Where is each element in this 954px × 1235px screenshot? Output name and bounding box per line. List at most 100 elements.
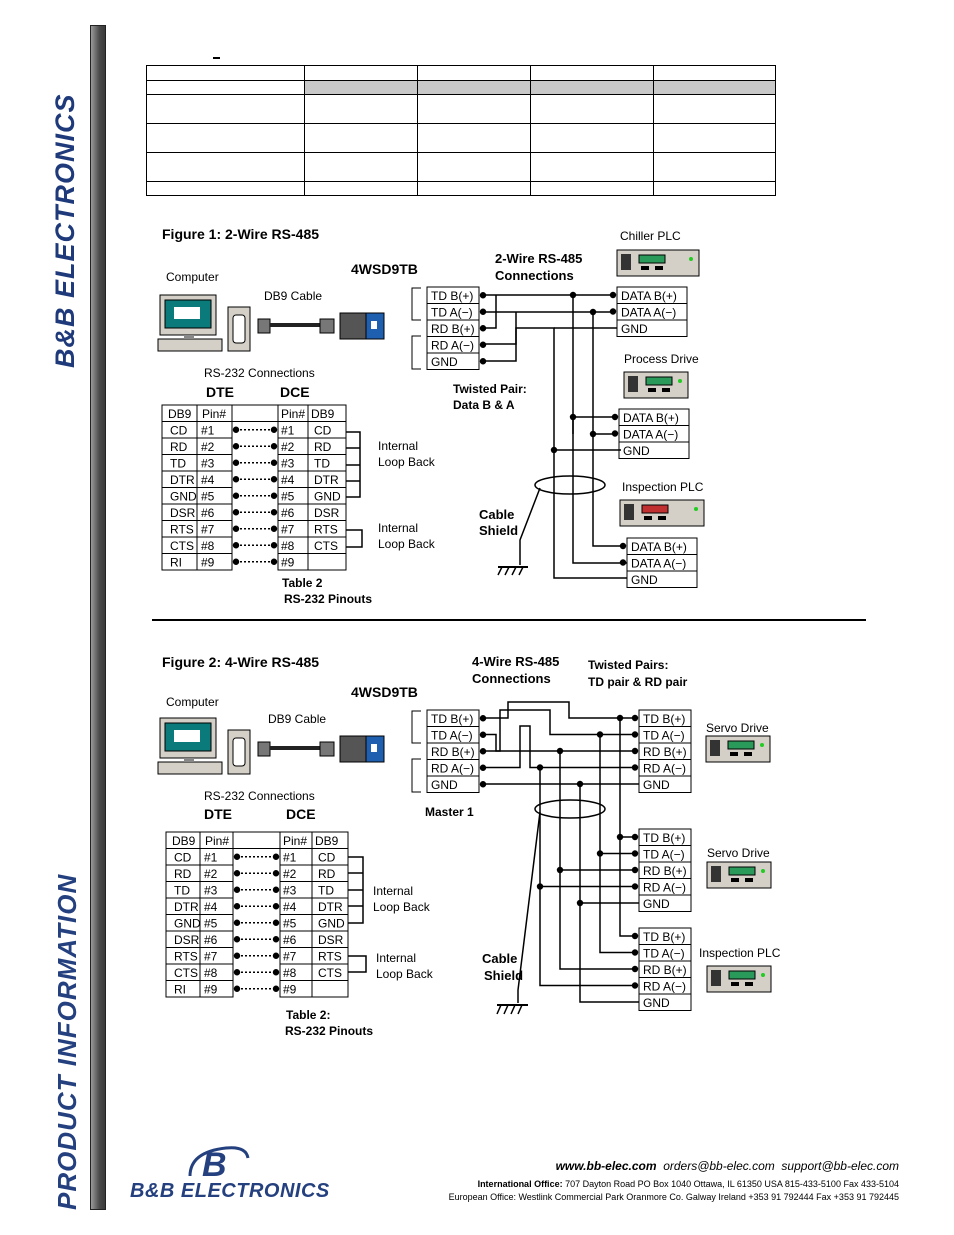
device-button xyxy=(731,982,739,986)
pin-signal: DTR xyxy=(318,900,343,914)
terminal-label: RD A(−) xyxy=(431,762,474,776)
device-display xyxy=(728,970,756,980)
pin-number: #6 xyxy=(201,506,215,520)
junction-dot xyxy=(536,883,544,890)
pin-signal: RTS xyxy=(174,950,198,964)
logo-wordmark: B&B ELECTRONICS xyxy=(130,1180,330,1202)
pin-number: #2 xyxy=(201,440,215,454)
pin-signal: RTS xyxy=(314,523,338,537)
ground-hatch xyxy=(511,566,517,576)
wire xyxy=(483,327,627,579)
computer-label: Computer xyxy=(166,695,219,709)
pin-signal: CD xyxy=(170,424,188,438)
device-display xyxy=(645,376,673,386)
cable-label: DB9 Cable xyxy=(268,712,326,726)
pin-number: #4 xyxy=(204,900,218,914)
device-button xyxy=(730,752,738,756)
device-panel xyxy=(624,504,634,520)
table-caption: RS-232 Pinouts xyxy=(285,1024,373,1038)
node-terminals-box xyxy=(638,828,692,912)
table-caption: RS-232 Pinouts xyxy=(284,592,372,606)
junction-dot xyxy=(589,308,597,316)
bracket xyxy=(411,335,421,370)
terminal-label: DATA A(−) xyxy=(623,428,678,442)
device-led xyxy=(694,507,698,511)
junction-dot xyxy=(550,446,558,454)
twisted-label: Twisted Pair: xyxy=(453,382,527,396)
pin-signal: DTR xyxy=(174,900,199,914)
website-link[interactable]: www.bb-elec.com xyxy=(555,1159,657,1173)
pin-number: #8 xyxy=(283,966,297,980)
logo-mark: B xyxy=(202,1146,227,1184)
junction-dot xyxy=(589,430,597,438)
wire xyxy=(483,701,635,719)
junction-dot xyxy=(556,747,564,755)
device-label: 4WSD9TB xyxy=(351,684,418,700)
wire xyxy=(539,767,635,987)
figure-divider xyxy=(152,619,866,621)
converter-body xyxy=(339,312,367,340)
dte-label: DTE xyxy=(206,384,234,400)
support-email[interactable]: support@bb-elec.com xyxy=(781,1159,899,1173)
ground-hatch xyxy=(496,1004,502,1015)
pin-number: #8 xyxy=(281,539,295,553)
pin-number: #6 xyxy=(281,506,295,520)
device-display xyxy=(727,740,755,750)
shield-wire xyxy=(519,487,541,565)
twisted-label: Twisted Pairs: xyxy=(588,658,668,672)
wire xyxy=(483,783,639,1003)
cable-shield-label: Cable xyxy=(482,951,517,966)
converter-terminals-box xyxy=(426,286,480,370)
loopback-label: Loop Back xyxy=(376,967,434,981)
pinout-mid-header xyxy=(232,831,281,849)
terminal-label: TD B(+) xyxy=(643,712,685,726)
device-led xyxy=(689,257,693,261)
cable-plug-left xyxy=(257,318,271,334)
ground-hatch xyxy=(517,1004,523,1015)
pin-number: #9 xyxy=(204,983,218,997)
terminal-label: DATA A(−) xyxy=(631,557,686,571)
computer-stand xyxy=(184,335,194,339)
pin-signal: RI xyxy=(170,556,182,570)
pin-number: #1 xyxy=(281,424,295,438)
table-caption: Table 2 xyxy=(282,576,323,590)
junction-dot xyxy=(596,731,604,738)
junction-dot xyxy=(576,780,584,788)
rs232-label: RS-232 Connections xyxy=(204,366,315,380)
pin-signal: TD xyxy=(170,457,186,471)
node-terminals-box xyxy=(626,537,698,588)
master-label: Master 1 xyxy=(425,805,474,819)
node-label: Inspection PLC xyxy=(699,946,781,960)
figure-title: Figure 2: 4-Wire RS-485 xyxy=(162,654,319,670)
terminal-label: TD A(−) xyxy=(431,729,473,743)
twisted-label: Data B & A xyxy=(453,398,515,412)
pin-signal: RI xyxy=(174,983,186,997)
pin-dot xyxy=(272,853,280,860)
cable-shield-label: Cable xyxy=(479,507,514,522)
pin-number: #3 xyxy=(204,884,218,898)
pin-number: #8 xyxy=(201,539,215,553)
pin-dot xyxy=(272,936,280,943)
pin-number: #7 xyxy=(283,950,297,964)
device-button xyxy=(745,878,753,882)
wire xyxy=(483,733,635,752)
node-label: Inspection PLC xyxy=(622,480,704,494)
pin-signal: CD xyxy=(314,424,332,438)
intl-label: International Office: xyxy=(477,1179,563,1189)
device-panel xyxy=(710,740,720,756)
pinout-header: Pin# xyxy=(283,834,307,848)
pin-signal: RTS xyxy=(170,523,194,537)
device-button xyxy=(745,982,753,986)
terminal-label: GND xyxy=(643,996,670,1010)
terminal-label: TD B(+) xyxy=(431,289,473,303)
device-display xyxy=(638,254,666,264)
orders-email[interactable]: orders@bb-elec.com xyxy=(663,1159,775,1173)
ground-hatch xyxy=(518,566,524,576)
loopback-bracket xyxy=(348,955,367,973)
pin-number: #4 xyxy=(281,473,295,487)
device-panel xyxy=(628,376,638,392)
pin-dot xyxy=(272,969,280,976)
wire xyxy=(483,709,635,752)
terminal-label: TD A(−) xyxy=(643,729,685,743)
